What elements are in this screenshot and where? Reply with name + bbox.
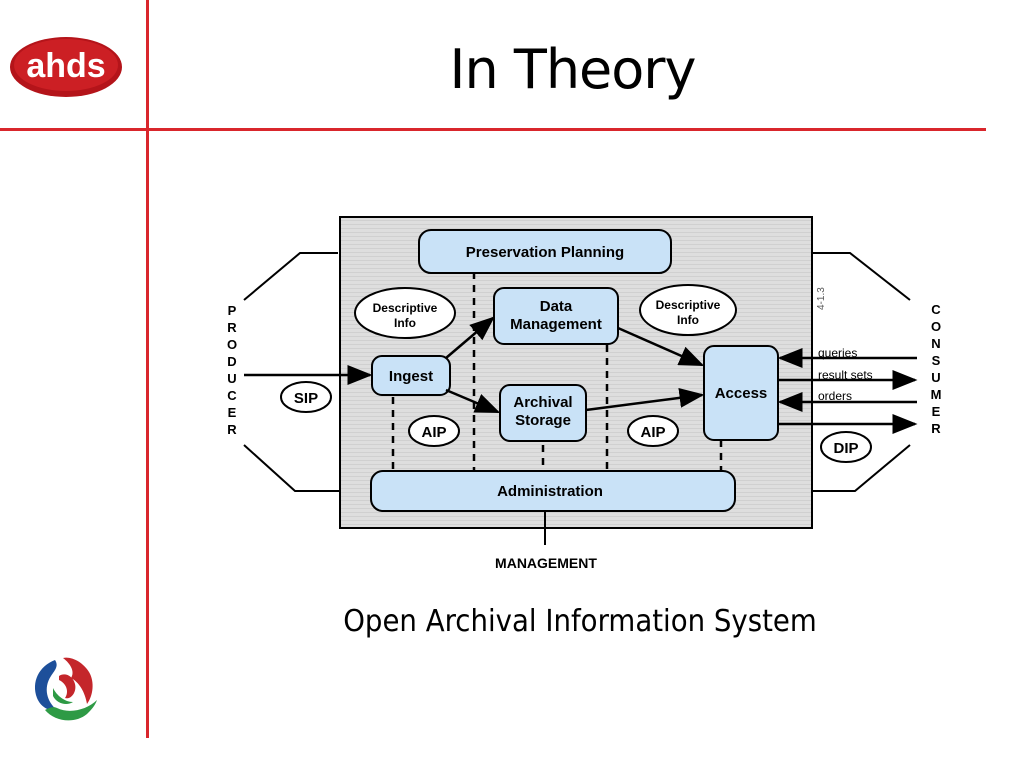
archival-storage-line2: Storage: [515, 412, 571, 429]
preservation-planning-label: Preservation Planning: [466, 244, 624, 261]
producer-letter: R: [227, 320, 237, 335]
data-management-box: [493, 287, 619, 345]
aip-left-oval: [408, 415, 460, 447]
access-label: Access: [715, 385, 768, 402]
oais-diagram: Preservation Planning Descriptive Info D…: [227, 216, 942, 571]
consumer-letter: O: [931, 319, 941, 334]
result-sets-label: result sets: [818, 368, 873, 382]
red-horizontal-rule: [0, 128, 986, 131]
aip-left-label: AIP: [421, 424, 446, 441]
data-management-line2: Management: [510, 316, 602, 333]
archival-storage-box: [499, 384, 587, 442]
sip-label: SIP: [294, 390, 318, 407]
svg-text:ahds: ahds: [26, 47, 105, 85]
archival-storage-to-access-arrow: [585, 387, 705, 412]
producer-letter: D: [227, 354, 236, 369]
producer-letter: O: [227, 337, 237, 352]
producer-letter: C: [227, 388, 237, 403]
descriptive-info-right-oval: [639, 284, 737, 336]
page-title: In Theory: [449, 38, 697, 101]
consumer-letter: N: [931, 336, 940, 351]
preservation-planning-box: [418, 229, 672, 274]
ahds-emblem-icon: [35, 657, 97, 721]
producer-letter: R: [227, 422, 237, 437]
consumer-letter: M: [931, 387, 942, 402]
archival-storage-line1: Archival: [513, 394, 572, 411]
consumer-letter: C: [931, 302, 941, 317]
data-management-to-access-arrow: [617, 326, 705, 367]
figure-id: 4-1.3: [816, 287, 827, 310]
ingest-to-data-management-arrow: [445, 316, 495, 359]
ingest-label: Ingest: [389, 368, 433, 385]
descriptive-info-right-line1: Descriptive: [656, 298, 721, 312]
descriptive-info-right-line2: Info: [677, 313, 699, 327]
data-management-line1: Data: [540, 298, 573, 315]
dip-label: DIP: [833, 440, 858, 457]
aip-right-label: AIP: [640, 424, 665, 441]
producer-boundary-top: [243, 252, 338, 301]
ingest-to-archival-storage-arrow: [445, 388, 501, 414]
red-vertical-rule: [146, 0, 149, 738]
ahds-logo: ahds: [10, 37, 122, 97]
producer-letter: E: [228, 405, 237, 420]
queries-label: queries: [818, 346, 857, 360]
producer-letter: U: [227, 371, 236, 386]
management-label: MANAGEMENT: [495, 555, 597, 571]
diagram-caption: Open Archival Information System: [343, 604, 817, 639]
administration-box: [370, 470, 736, 512]
consumer-letter: E: [932, 404, 941, 419]
consumer-letter: U: [931, 370, 940, 385]
consumer-letter: S: [932, 353, 941, 368]
aip-right-oval: [627, 415, 679, 447]
consumer-letter: R: [931, 421, 941, 436]
sip-oval: [280, 381, 332, 413]
administration-label: Administration: [497, 483, 603, 500]
producer-letter: P: [228, 303, 237, 318]
descriptive-info-left-line2: Info: [394, 316, 416, 330]
dip-oval: [820, 431, 872, 463]
orders-label: orders: [818, 389, 852, 403]
descriptive-info-left-oval: [354, 287, 456, 339]
consumer-boundary-top: [812, 252, 911, 301]
descriptive-info-left-line1: Descriptive: [373, 301, 438, 315]
